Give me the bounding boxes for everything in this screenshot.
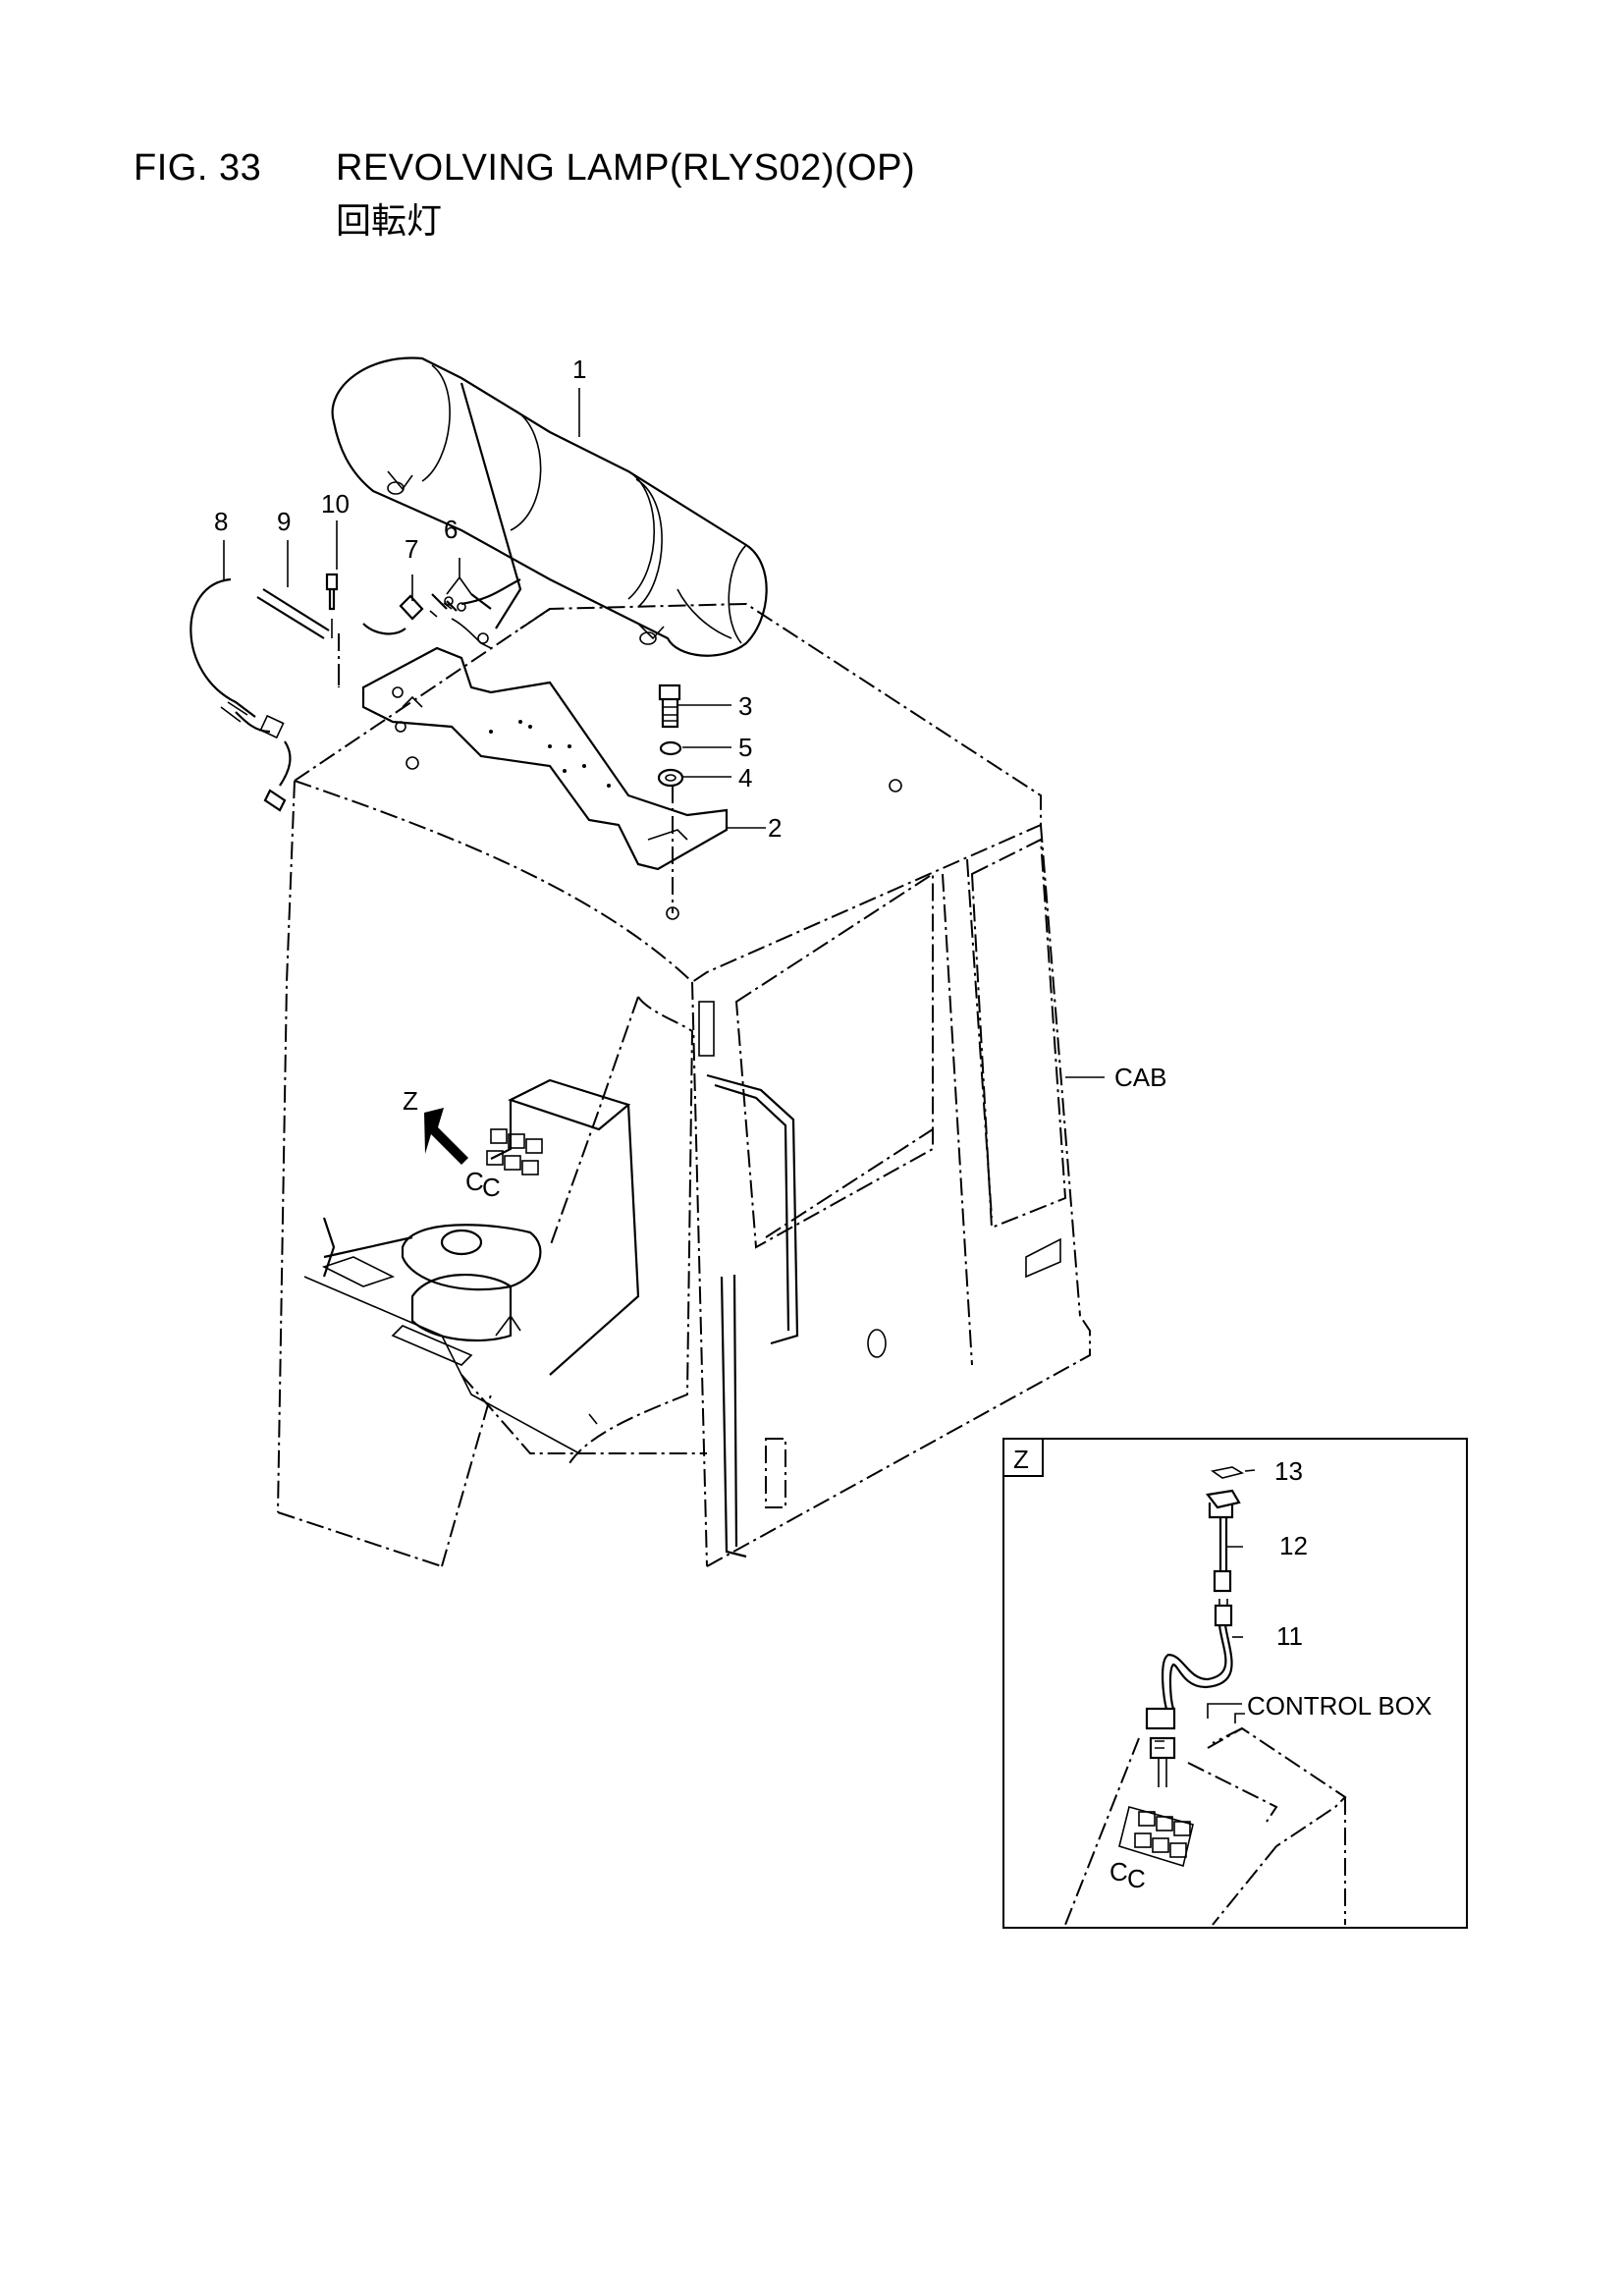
view-arrow-z [424, 1108, 468, 1165]
control-box-label: CONTROL BOX [1247, 1691, 1432, 1721]
callout-1: 1 [572, 355, 586, 384]
figure-subtitle: 回転灯 [336, 201, 443, 242]
control-panel-switches: C C [465, 1128, 543, 1202]
wiring-harness [189, 382, 522, 812]
callout-2: 2 [768, 813, 782, 843]
svg-text:C: C [465, 1167, 484, 1196]
figure-title: REVOLVING LAMP(RLYS02)(OP) [336, 147, 916, 189]
callout-10: 10 [321, 489, 350, 519]
callout-8: 8 [214, 507, 228, 536]
figure-number: FIG. 33 [134, 147, 262, 189]
svg-text:C: C [1109, 1857, 1128, 1886]
callout-leaders [223, 388, 1105, 1078]
callout-9: 9 [277, 507, 291, 536]
callout-6: 6 [444, 515, 458, 544]
svg-text:C: C [1127, 1864, 1146, 1893]
callout-5: 5 [738, 733, 752, 762]
mounting-bracket [338, 646, 902, 920]
svg-text:C: C [482, 1173, 501, 1202]
cab-body [277, 602, 1091, 1567]
cab-interior: C C [303, 1078, 640, 1454]
callout-4: 4 [738, 763, 752, 793]
view-marker-z: Z [403, 1086, 418, 1116]
revolving-lamp [331, 356, 768, 657]
callout-12: 12 [1279, 1531, 1308, 1560]
callout-13: 13 [1274, 1456, 1303, 1486]
detail-control-switches: C C [1109, 1806, 1194, 1893]
detail-box-label: Z [1013, 1445, 1029, 1474]
callout-7: 7 [405, 534, 418, 564]
detail-view-z: Z [1002, 1438, 1468, 1929]
bolt-washers [657, 683, 684, 788]
callout-11: 11 [1276, 1621, 1303, 1651]
callout-3: 3 [738, 691, 752, 721]
cab-label: CAB [1114, 1063, 1166, 1092]
